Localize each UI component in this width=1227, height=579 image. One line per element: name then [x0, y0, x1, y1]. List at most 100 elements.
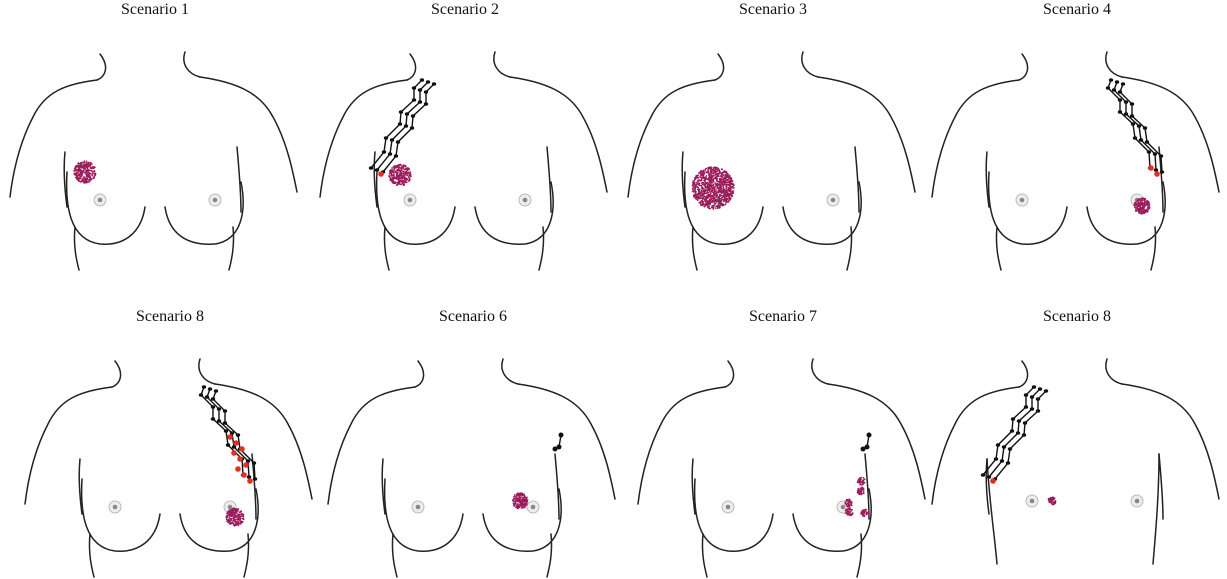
nodule-dot — [867, 433, 872, 438]
torso-diagram — [20, 329, 320, 579]
tumor-cell — [866, 512, 868, 514]
tumor-cell — [407, 167, 409, 169]
torso-outline — [328, 359, 615, 577]
tumor-cell — [694, 188, 696, 190]
nipple — [94, 194, 106, 206]
tumor-cell — [235, 512, 237, 514]
lymph-vessel — [1108, 80, 1150, 168]
tumor-cell — [864, 515, 866, 517]
tumor-cell — [710, 191, 712, 193]
nipple — [1026, 495, 1038, 507]
tumor-cell — [724, 189, 726, 191]
tumor-cell — [860, 488, 862, 490]
tumor-cell — [393, 174, 395, 176]
tumor-cell — [243, 516, 245, 518]
lymph-node — [1160, 170, 1164, 174]
lymph-node — [208, 387, 212, 391]
lymph-node — [418, 88, 422, 92]
tumor-cell — [719, 205, 721, 207]
tumor-cell — [513, 496, 515, 498]
shoulder-line — [1122, 384, 1219, 499]
scenario-panel-5: Scenario 8 — [20, 307, 320, 577]
tumor-cell — [707, 182, 709, 184]
tumor-cell — [695, 197, 697, 199]
scenario-panel-4: Scenario 4 — [927, 0, 1227, 270]
tumor-cell — [707, 197, 709, 199]
tumor-cell — [709, 167, 711, 169]
tumor-cell — [91, 173, 93, 175]
lymph-node — [1006, 461, 1010, 465]
tumor-cell — [91, 163, 93, 165]
tumor-cell — [1147, 204, 1149, 206]
tumor-cell — [698, 191, 700, 193]
tumor-cell — [398, 178, 400, 180]
tumor-cell — [1142, 197, 1144, 199]
lymph-vessel — [989, 389, 1040, 477]
tumor-cell — [722, 175, 724, 177]
lymph-node — [994, 457, 998, 461]
tumor-cell — [86, 174, 88, 176]
tumor-cell — [405, 178, 407, 180]
tumor-cell — [1134, 206, 1136, 208]
tumor-cell — [80, 165, 82, 167]
tumor-cell — [708, 178, 710, 180]
tumor-cell — [698, 194, 700, 196]
torso-outline — [320, 52, 607, 270]
tumor-cell — [1049, 500, 1051, 502]
tumor-cell — [692, 180, 694, 182]
tumor-cell — [82, 178, 84, 180]
lymph-node — [1030, 407, 1034, 411]
lymph-node — [424, 90, 428, 94]
tumor-cell — [851, 514, 853, 516]
tumor-cell — [1142, 200, 1144, 202]
tumor-cell — [714, 182, 716, 184]
nipple-center — [726, 505, 731, 510]
tumor-cell — [860, 484, 862, 486]
tumor-cell — [404, 174, 406, 176]
tumor-cell — [722, 184, 724, 186]
tumor-cell — [230, 514, 232, 516]
nipple — [519, 194, 531, 206]
lymph-vessel — [383, 84, 434, 172]
tumor-cell — [706, 189, 708, 191]
tumor-cell — [850, 511, 852, 513]
lymph-node — [398, 122, 402, 126]
metastatic-node — [241, 472, 247, 478]
lymph-node — [424, 102, 428, 106]
nipple-center — [523, 198, 528, 203]
tumor-cell — [517, 508, 519, 510]
tumor-cell — [728, 200, 730, 202]
panel-title: Scenario 2 — [315, 0, 615, 20]
arm-line — [855, 147, 859, 212]
nodule-dot — [861, 447, 866, 452]
tumor-cell — [398, 183, 400, 185]
lymph-node — [1038, 387, 1042, 391]
tumor-cell — [1136, 207, 1138, 209]
arm-line — [237, 147, 241, 212]
tumor-cell — [863, 479, 865, 481]
tumor-cell — [409, 173, 411, 175]
tumor-cell — [851, 502, 853, 504]
tumor-cluster — [388, 164, 412, 187]
tumor-cell — [404, 168, 406, 170]
torso-diagram — [5, 22, 305, 272]
tumor-cell — [1144, 202, 1146, 204]
tumor-cell — [83, 170, 85, 172]
tumor-cell — [857, 492, 859, 494]
metastatic-node — [231, 450, 237, 456]
lymph-node — [1118, 90, 1122, 94]
tumor-cell — [850, 500, 852, 502]
tumor-cell — [714, 199, 716, 201]
tumor-cell — [239, 512, 241, 514]
tumor-cell — [231, 509, 233, 511]
tumor-cell — [515, 496, 517, 498]
tumor-cluster — [845, 507, 854, 516]
lymph-node — [382, 150, 386, 154]
lymph-node — [394, 154, 398, 158]
panel-title: Scenario 6 — [323, 307, 623, 327]
tumor-cell — [522, 497, 524, 499]
shoulder-line — [510, 77, 607, 192]
tumor-cell — [86, 161, 88, 163]
tumor-cell — [713, 167, 715, 169]
tumor-cell — [237, 519, 239, 521]
